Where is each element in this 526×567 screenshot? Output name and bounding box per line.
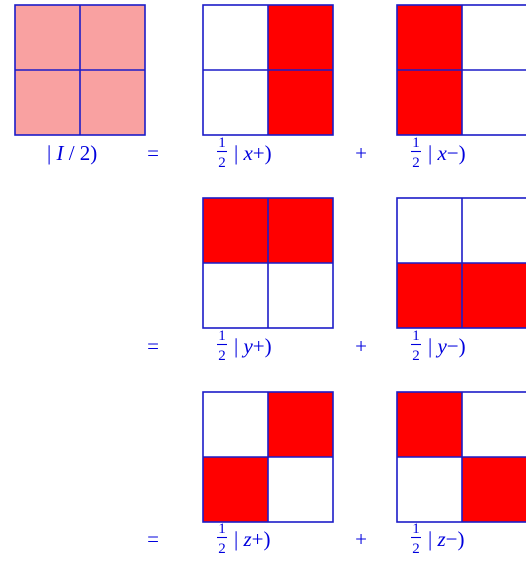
state-grid-z-plus-cell-1	[203, 392, 268, 457]
ket-label-x-plus: | x+)	[234, 141, 272, 165]
half-fraction-y-minus-denominator: 2	[412, 348, 420, 364]
state-grid-x-minus-cell-4	[462, 70, 526, 135]
state-grid-y-minus-cell-2	[462, 198, 526, 263]
state-grid-y-minus-cell-4	[462, 263, 526, 328]
state-grid-x-plus-cell-2	[268, 5, 333, 70]
mixed-state-grid-cell-3	[15, 70, 80, 135]
ket-label-z-plus: | z+)	[234, 527, 271, 551]
half-fraction-z-plus-denominator: 2	[218, 541, 226, 557]
half-fraction-x-plus-denominator: 2	[218, 155, 226, 171]
half-fraction-x-minus: 12	[411, 135, 421, 171]
half-fraction-x-minus-denominator: 2	[412, 155, 420, 171]
half-fraction-z-minus: 12	[411, 521, 421, 557]
mixed-state-grid	[14, 4, 146, 136]
ket-label-z-minus: | z−)	[428, 527, 465, 551]
plus-sign-row-1: +	[355, 141, 367, 165]
half-fraction-x-plus-numerator: 1	[218, 135, 226, 151]
state-grid-y-plus	[202, 197, 334, 329]
state-grid-x-plus-cell-1	[203, 5, 268, 70]
state-grid-z-minus-cell-3	[397, 457, 462, 522]
state-grid-z-plus-cell-4	[268, 457, 333, 522]
half-fraction-y-plus: 12	[217, 328, 227, 364]
half-fraction-z-minus-denominator: 2	[412, 541, 420, 557]
mixed-state-grid-cell-2	[80, 5, 145, 70]
plus-sign-row-2: +	[355, 334, 367, 358]
state-grid-x-plus-cell-4	[268, 70, 333, 135]
equals-sign-row-1: =	[147, 141, 159, 165]
equals-sign-row-3: =	[147, 527, 159, 551]
ket-label-x-minus: | x−)	[428, 141, 466, 165]
state-grid-x-minus-cell-2	[462, 5, 526, 70]
state-grid-y-plus-cell-3	[203, 263, 268, 328]
state-grid-x-minus-cell-1	[397, 5, 462, 70]
state-grid-z-minus	[396, 391, 526, 523]
state-grid-y-plus-cell-1	[203, 198, 268, 263]
half-fraction-y-minus: 12	[411, 328, 421, 364]
state-grid-z-minus-cell-2	[462, 392, 526, 457]
state-grid-x-plus	[202, 4, 334, 136]
half-fraction-y-plus-numerator: 1	[218, 328, 226, 344]
equals-sign-row-2: =	[147, 334, 159, 358]
half-fraction-z-minus-numerator: 1	[412, 521, 420, 537]
half-fraction-x-minus-numerator: 1	[412, 135, 420, 151]
state-grid-z-plus-cell-3	[203, 457, 268, 522]
mixed-state-grid-cell-1	[15, 5, 80, 70]
ket-label-y-plus: | y+)	[234, 334, 272, 358]
half-fraction-y-plus-denominator: 2	[218, 348, 226, 364]
state-grid-y-plus-cell-2	[268, 198, 333, 263]
ket-label-y-minus: | y−)	[428, 334, 466, 358]
half-fraction-z-plus-numerator: 1	[218, 521, 226, 537]
half-fraction-y-minus-numerator: 1	[412, 328, 420, 344]
half-fraction-z-plus: 12	[217, 521, 227, 557]
mixed-state-grid-cell-4	[80, 70, 145, 135]
state-grid-z-plus	[202, 391, 334, 523]
state-grid-y-minus-cell-1	[397, 198, 462, 263]
state-grid-z-minus-cell-4	[462, 457, 526, 522]
mixed-state-label: | I / 2)	[47, 141, 97, 165]
state-grid-y-plus-cell-4	[268, 263, 333, 328]
state-grid-y-minus-cell-3	[397, 263, 462, 328]
state-grid-y-minus	[396, 197, 526, 329]
state-grid-x-minus-cell-3	[397, 70, 462, 135]
half-fraction-x-plus: 12	[217, 135, 227, 171]
state-grid-x-minus	[396, 4, 526, 136]
state-grid-x-plus-cell-3	[203, 70, 268, 135]
plus-sign-row-3: +	[355, 527, 367, 551]
state-grid-z-minus-cell-1	[397, 392, 462, 457]
state-grid-z-plus-cell-2	[268, 392, 333, 457]
